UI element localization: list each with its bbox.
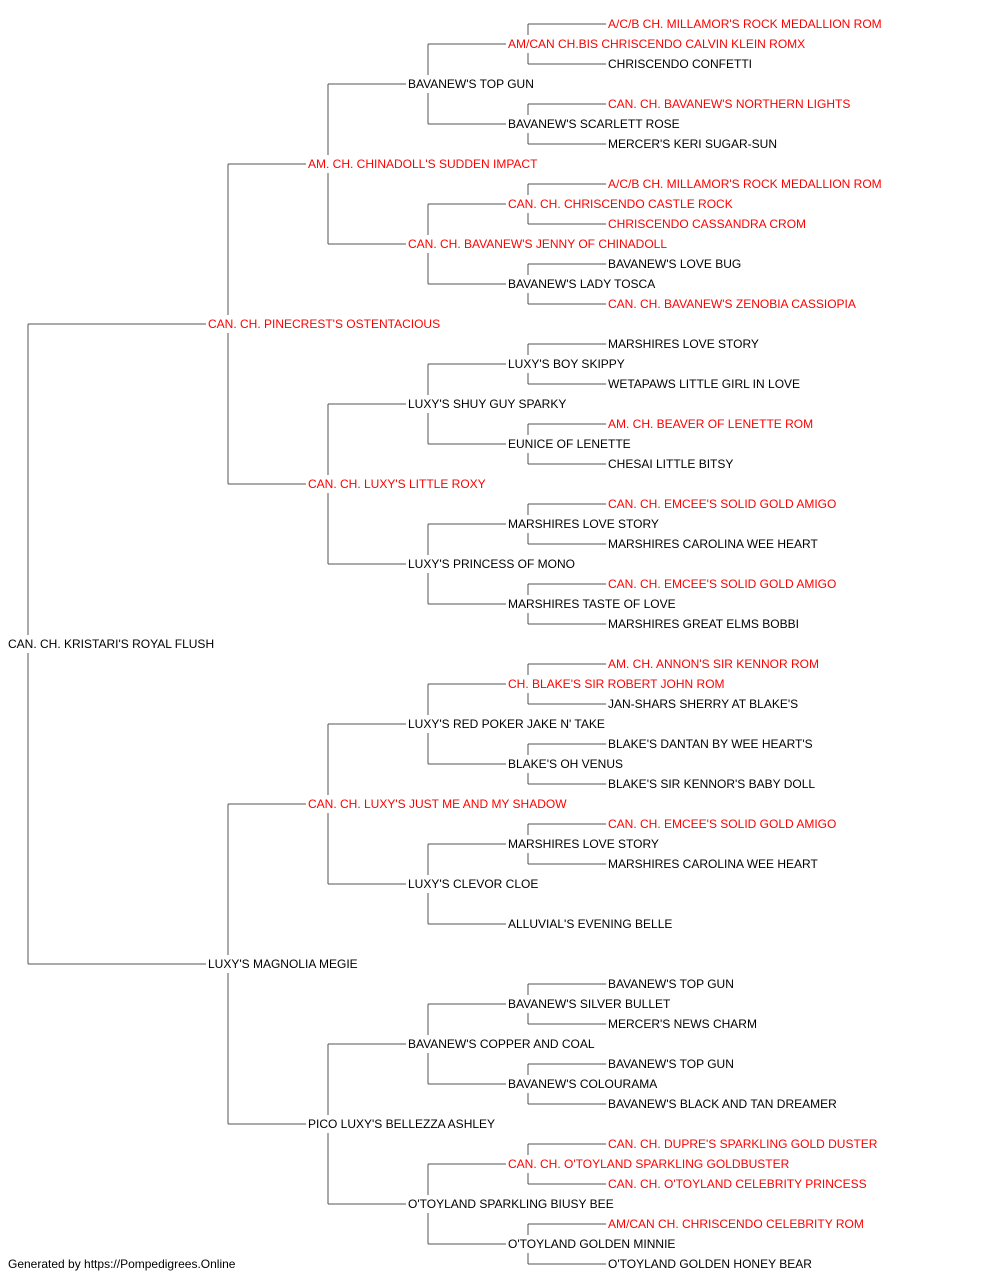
ancestor-sire-gen3[interactable]: LUXY'S RED POKER JAKE N' TAKE bbox=[408, 717, 605, 731]
ancestor-sire-gen5[interactable]: BLAKE'S DANTAN BY WEE HEART'S bbox=[608, 737, 813, 751]
ancestor-sire-gen4[interactable]: MARSHIRES LOVE STORY bbox=[508, 517, 659, 531]
ancestor-sire-gen4[interactable]: CH. BLAKE'S SIR ROBERT JOHN ROM bbox=[508, 677, 725, 691]
ancestor-sire-gen3[interactable]: LUXY'S SHUY GUY SPARKY bbox=[408, 397, 567, 411]
ancestor-dam-gen4[interactable]: BLAKE'S OH VENUS bbox=[508, 757, 623, 771]
ancestor-dam-gen1[interactable]: LUXY'S MAGNOLIA MEGIE bbox=[208, 957, 358, 971]
ancestor-sire-gen4[interactable]: MARSHIRES LOVE STORY bbox=[508, 837, 659, 851]
ancestor-dam-gen5[interactable]: CAN. CH. O'TOYLAND CELEBRITY PRINCESS bbox=[608, 1177, 867, 1191]
ancestor-sire-gen4[interactable]: CAN. CH. O'TOYLAND SPARKLING GOLDBUSTER bbox=[508, 1157, 790, 1171]
ancestor-sire-gen5[interactable]: AM/CAN CH. CHRISCENDO CELEBRITY ROM bbox=[608, 1217, 864, 1231]
ancestor-dam-gen5[interactable]: CAN. CH. BAVANEW'S ZENOBIA CASSIOPIA bbox=[608, 297, 856, 311]
ancestor-dam-gen5[interactable]: MARSHIRES CAROLINA WEE HEART bbox=[608, 537, 818, 551]
ancestor-sire-gen3[interactable]: BAVANEW'S TOP GUN bbox=[408, 77, 534, 91]
ancestor-dam-gen5[interactable]: BAVANEW'S BLACK AND TAN DREAMER bbox=[608, 1097, 837, 1111]
ancestor-dam-gen2[interactable]: PICO LUXY'S BELLEZZA ASHLEY bbox=[308, 1117, 496, 1131]
ancestor-sire-gen4[interactable]: CAN. CH. CHRISCENDO CASTLE ROCK bbox=[508, 197, 733, 211]
ancestor-sire-gen5[interactable]: CAN. CH. DUPRE'S SPARKLING GOLD DUSTER bbox=[608, 1137, 878, 1151]
ancestor-sire-gen4[interactable]: AM/CAN CH.BIS CHRISCENDO CALVIN KLEIN RO… bbox=[508, 37, 806, 51]
ancestor-dam-gen3[interactable]: LUXY'S PRINCESS OF MONO bbox=[408, 557, 575, 571]
ancestor-sire-gen5[interactable]: CAN. CH. EMCEE'S SOLID GOLD AMIGO bbox=[608, 497, 837, 511]
ancestor-dam-gen5[interactable]: MERCER'S KERI SUGAR-SUN bbox=[608, 137, 777, 151]
ancestor-sire-gen5[interactable]: CAN. CH. BAVANEW'S NORTHERN LIGHTS bbox=[608, 97, 851, 111]
ancestor-sire-gen5[interactable]: A/C/B CH. MILLAMOR'S ROCK MEDALLION ROM bbox=[608, 17, 882, 31]
ancestor-dam-gen4[interactable]: BAVANEW'S LADY TOSCA bbox=[508, 277, 656, 291]
ancestor-sire-gen4[interactable]: BAVANEW'S SILVER BULLET bbox=[508, 997, 671, 1011]
ancestor-dam-gen5[interactable]: MARSHIRES GREAT ELMS BOBBI bbox=[608, 617, 799, 631]
ancestor-dam-gen5[interactable]: O'TOYLAND GOLDEN HONEY BEAR bbox=[608, 1257, 812, 1271]
ancestor-sire-gen2[interactable]: AM. CH. CHINADOLL'S SUDDEN IMPACT bbox=[308, 157, 538, 171]
ancestor-dam-gen4[interactable]: MARSHIRES TASTE OF LOVE bbox=[508, 597, 676, 611]
ancestor-sire-gen5[interactable]: BAVANEW'S TOP GUN bbox=[608, 1057, 734, 1071]
ancestor-sire-gen5[interactable]: BAVANEW'S LOVE BUG bbox=[608, 257, 742, 271]
ancestor-dam-gen5[interactable]: CHRISCENDO CONFETTI bbox=[608, 57, 752, 71]
ancestor-dam-gen4[interactable]: O'TOYLAND GOLDEN MINNIE bbox=[508, 1237, 676, 1251]
ancestor-sire-gen3[interactable]: BAVANEW'S COPPER AND COAL bbox=[408, 1037, 595, 1051]
ancestor-sire-gen5[interactable]: A/C/B CH. MILLAMOR'S ROCK MEDALLION ROM bbox=[608, 177, 882, 191]
subject-dog[interactable]: CAN. CH. KRISTARI'S ROYAL FLUSH bbox=[8, 637, 215, 651]
ancestor-dam-gen5[interactable]: WETAPAWS LITTLE GIRL IN LOVE bbox=[608, 377, 801, 391]
ancestor-sire-gen1[interactable]: CAN. CH. PINECREST'S OSTENTACIOUS bbox=[208, 317, 441, 331]
ancestor-dam-gen3[interactable]: LUXY'S CLEVOR CLOE bbox=[408, 877, 539, 891]
ancestor-sire-gen4[interactable]: LUXY'S BOY SKIPPY bbox=[508, 357, 625, 371]
ancestor-dam-gen5[interactable]: CHESAI LITTLE BITSY bbox=[608, 457, 734, 471]
ancestor-dam-gen3[interactable]: CAN. CH. BAVANEW'S JENNY OF CHINADOLL bbox=[408, 237, 668, 251]
ancestor-sire-gen2[interactable]: CAN. CH. LUXY'S JUST ME AND MY SHADOW bbox=[308, 797, 567, 811]
ancestor-sire-gen5[interactable]: CAN. CH. EMCEE'S SOLID GOLD AMIGO bbox=[608, 817, 837, 831]
ancestor-dam-gen5[interactable]: CHRISCENDO CASSANDRA CROM bbox=[608, 217, 807, 231]
ancestor-sire-gen5[interactable]: BAVANEW'S TOP GUN bbox=[608, 977, 734, 991]
ancestor-dam-gen5[interactable]: JAN-SHARS SHERRY AT BLAKE'S bbox=[608, 697, 799, 711]
ancestor-sire-gen5[interactable]: MARSHIRES LOVE STORY bbox=[608, 337, 759, 351]
ancestor-dam-gen4[interactable]: BAVANEW'S SCARLETT ROSE bbox=[508, 117, 680, 131]
ancestor-dam-gen4[interactable]: BAVANEW'S COLOURAMA bbox=[508, 1077, 658, 1091]
ancestor-dam-gen4[interactable]: EUNICE OF LENETTE bbox=[508, 437, 631, 451]
ancestor-dam-gen2[interactable]: CAN. CH. LUXY'S LITTLE ROXY bbox=[308, 477, 486, 491]
ancestor-dam-gen3[interactable]: O'TOYLAND SPARKLING BIUSY BEE bbox=[408, 1197, 614, 1211]
ancestor-dam-gen5[interactable]: MERCER'S NEWS CHARM bbox=[608, 1017, 757, 1031]
ancestor-sire-gen5[interactable]: AM. CH. ANNON'S SIR KENNOR ROM bbox=[608, 657, 819, 671]
ancestor-sire-gen5[interactable]: CAN. CH. EMCEE'S SOLID GOLD AMIGO bbox=[608, 577, 837, 591]
ancestor-dam-gen4[interactable]: ALLUVIAL'S EVENING BELLE bbox=[508, 917, 673, 931]
ancestor-dam-gen5[interactable]: MARSHIRES CAROLINA WEE HEART bbox=[608, 857, 818, 871]
footer-credit[interactable]: Generated by https://Pompedigrees.Online bbox=[8, 1257, 236, 1271]
ancestor-sire-gen5[interactable]: AM. CH. BEAVER OF LENETTE ROM bbox=[608, 417, 814, 431]
ancestor-dam-gen5[interactable]: BLAKE'S SIR KENNOR'S BABY DOLL bbox=[608, 777, 816, 791]
